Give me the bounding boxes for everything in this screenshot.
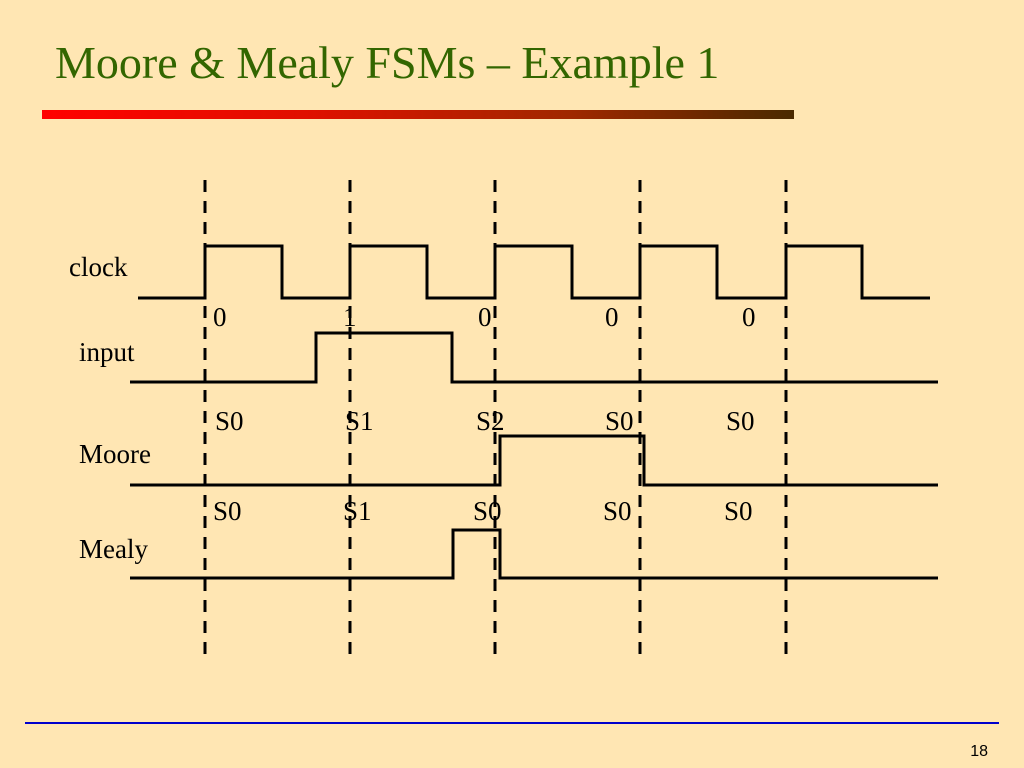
input-waveform — [130, 331, 938, 384]
clock-label: clock — [69, 252, 128, 282]
moore-state: S0 — [215, 406, 244, 436]
input-value: 0 — [478, 302, 492, 332]
input-value: 0 — [742, 302, 756, 332]
slide-title: Moore & Mealy FSMs – Example 1 — [55, 37, 720, 88]
moore-state: S0 — [605, 406, 634, 436]
title-underline — [42, 110, 794, 119]
moore-state: S1 — [345, 406, 374, 436]
mealy-state: S0 — [724, 496, 753, 526]
mealy-state: S0 — [213, 496, 242, 526]
input-value: 0 — [605, 302, 619, 332]
moore-state: S2 — [476, 406, 505, 436]
mealy-state: S0 — [603, 496, 632, 526]
mealy-state: S1 — [343, 496, 372, 526]
input-value: 0 — [213, 302, 227, 332]
moore-label: Moore — [79, 439, 151, 469]
mealy-label: Mealy — [79, 534, 148, 564]
input-value: 1 — [343, 302, 357, 332]
page-number: 18 — [970, 743, 988, 760]
clock-waveform — [138, 244, 930, 300]
footer-rule — [25, 722, 999, 724]
moore-state: S0 — [726, 406, 755, 436]
input-label: input — [79, 337, 135, 367]
mealy-output-waveform — [130, 528, 938, 580]
mealy-state: S0 — [473, 496, 502, 526]
moore-output-waveform — [130, 434, 938, 487]
